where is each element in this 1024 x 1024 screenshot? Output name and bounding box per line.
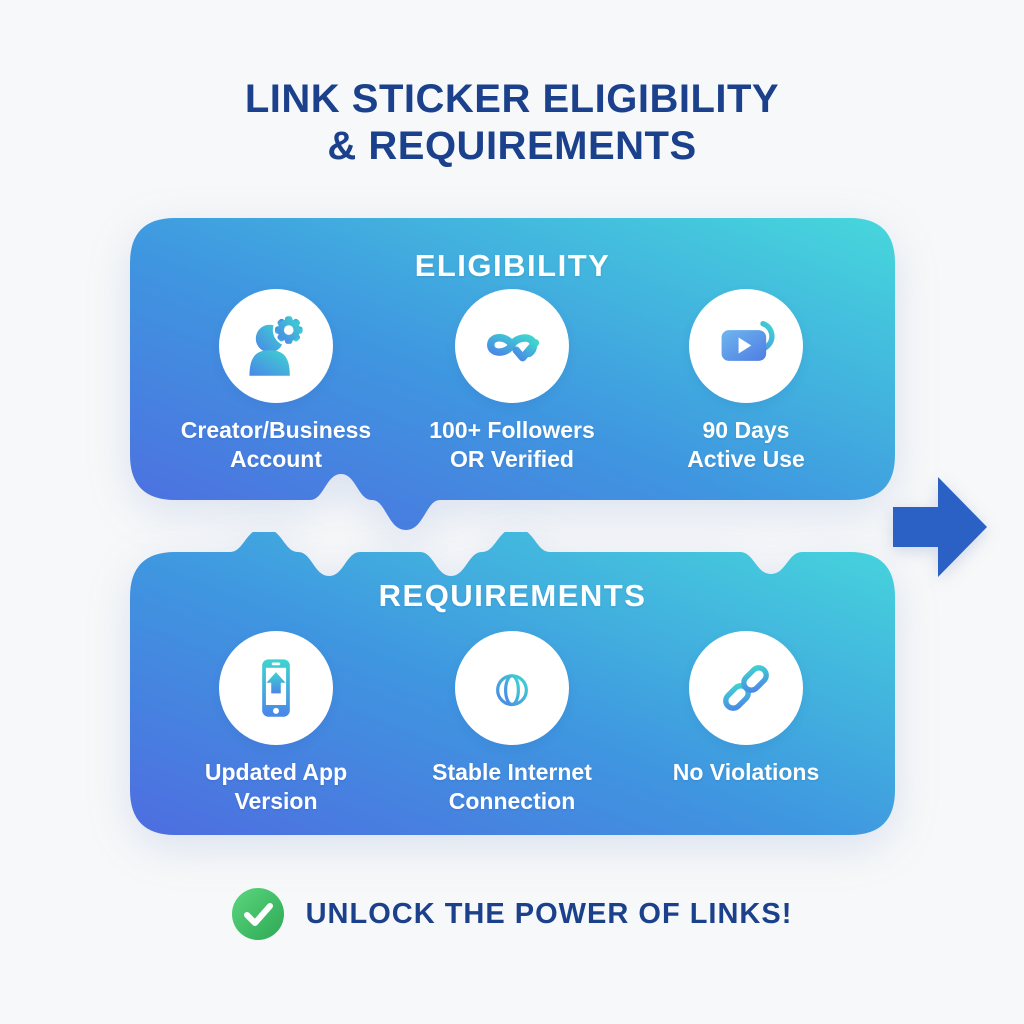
requirements-card: REQUIREMENTS bbox=[130, 532, 895, 835]
globe-rays-icon bbox=[455, 631, 569, 745]
right-arrow-icon bbox=[893, 477, 987, 577]
requirements-item-label: Updated App Version bbox=[204, 759, 348, 815]
check-circle-icon bbox=[231, 888, 284, 940]
eligibility-item-label: 100+ Followers OR Verified bbox=[429, 417, 595, 473]
footer: UNLOCK THE POWER OF LINKS! bbox=[0, 886, 1024, 942]
infinity-check-icon bbox=[455, 289, 569, 403]
video-clock-icon bbox=[689, 289, 803, 403]
requirements-item-label: Stable Internet Connection bbox=[432, 759, 592, 815]
page-title: LINK STICKER ELIGIBILITY & REQUIREMENTS bbox=[0, 76, 1024, 170]
eligibility-item-label: Creator/Business Account bbox=[180, 417, 372, 473]
footer-text: UNLOCK THE POWER OF LINKS! bbox=[305, 897, 793, 930]
requirements-header: REQUIREMENTS bbox=[378, 578, 647, 613]
requirements-item-label: No Violations bbox=[672, 759, 820, 785]
eligibility-item-label: 90 Days Active Use bbox=[687, 417, 805, 473]
page-title-line1: LINK STICKER ELIGIBILITY bbox=[244, 77, 780, 121]
phone-update-icon bbox=[219, 631, 333, 745]
eligibility-header: ELIGIBILITY bbox=[414, 248, 611, 283]
page-title-line2: & REQUIREMENTS bbox=[327, 124, 697, 169]
eligibility-card: ELIGIBILITY bbox=[130, 218, 895, 540]
chain-link-icon bbox=[689, 631, 803, 745]
person-gear-icon bbox=[219, 289, 333, 403]
